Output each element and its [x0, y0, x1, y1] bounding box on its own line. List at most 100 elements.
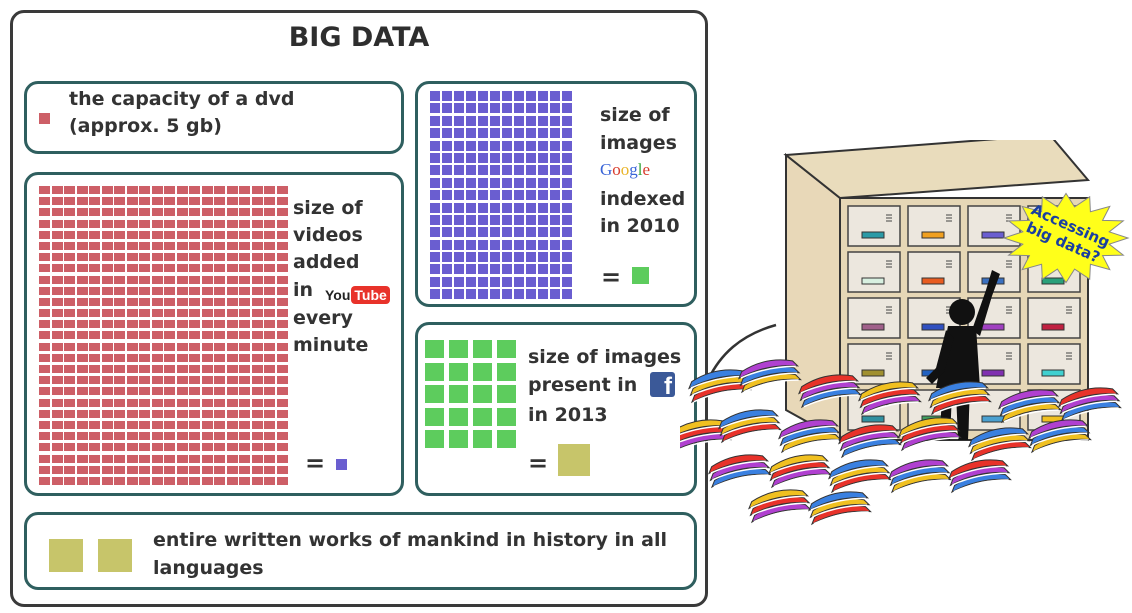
blue-unit-square	[502, 214, 512, 225]
red-unit-square	[264, 365, 275, 373]
blue-unit-square	[430, 190, 440, 201]
youtube-logo: You Tube	[325, 285, 390, 305]
red-unit-square	[51, 443, 63, 452]
blue-unit-square	[466, 227, 476, 238]
red-unit-square	[126, 230, 138, 239]
blue-unit-square	[442, 91, 452, 101]
red-unit-square	[201, 320, 213, 329]
red-unit-square	[164, 409, 175, 418]
book-stack	[888, 459, 952, 494]
red-unit-square	[114, 309, 125, 318]
book-pages	[843, 444, 899, 458]
blue-unit-square	[430, 276, 440, 287]
red-unit-square	[176, 454, 188, 463]
blue-unit-square	[550, 103, 560, 114]
red-unit-square	[164, 219, 175, 228]
red-unit-square	[264, 197, 275, 206]
youtube-text-in: in	[293, 279, 314, 301]
red-unit-square	[76, 342, 88, 351]
red-unit-square	[251, 208, 263, 217]
red-unit-square	[101, 309, 113, 318]
red-unit-square	[239, 387, 250, 396]
book	[838, 424, 900, 445]
blue-unit-square	[466, 91, 476, 101]
blue-unit-square	[466, 177, 476, 188]
red-unit-square	[114, 286, 125, 295]
red-unit-square	[89, 454, 100, 463]
green-unit-square	[473, 340, 492, 358]
red-unit-square	[239, 208, 250, 217]
red-unit-square	[151, 376, 163, 385]
red-unit-square	[139, 476, 150, 485]
red-unit-square	[76, 409, 88, 418]
green-unit-square	[497, 340, 516, 358]
book	[928, 381, 990, 402]
green-unit-square	[473, 407, 492, 426]
red-unit-square	[139, 219, 150, 228]
blue-unit-square	[502, 252, 512, 263]
google-text-line-4: indexed	[600, 188, 686, 210]
red-unit-square	[139, 253, 150, 262]
red-unit-square	[51, 241, 63, 250]
blue-unit-square	[550, 177, 560, 188]
book-stack	[838, 424, 902, 459]
red-unit-square	[214, 320, 225, 329]
page-title: BIG DATA	[288, 22, 430, 53]
red-unit-square	[139, 376, 150, 385]
book-pages	[803, 394, 859, 408]
book-pages	[890, 465, 946, 479]
red-unit-square	[51, 320, 63, 329]
red-unit-square	[251, 454, 263, 463]
blue-unit-square	[466, 202, 476, 213]
book-stack	[948, 459, 1012, 494]
red-unit-square	[226, 275, 238, 284]
google-text-line-1: size of	[600, 104, 670, 126]
red-unit-square	[101, 253, 113, 262]
red-unit-square	[139, 353, 150, 362]
red-unit-square	[139, 286, 150, 295]
red-unit-square	[214, 398, 225, 407]
blue-unit-square	[442, 140, 452, 151]
blue-unit-square	[514, 289, 524, 300]
book-pages	[832, 472, 888, 486]
red-unit-square	[226, 454, 238, 463]
red-unit-square	[39, 365, 50, 373]
red-unit-square	[89, 253, 100, 262]
red-unit-square	[214, 275, 225, 284]
blue-unit-square	[490, 190, 500, 201]
red-unit-square	[139, 387, 150, 396]
book	[948, 459, 1010, 480]
red-unit-square	[126, 264, 138, 273]
book	[718, 409, 780, 430]
red-unit-square	[201, 186, 213, 194]
blue-unit-square	[538, 276, 548, 287]
red-unit-square	[64, 443, 75, 452]
youtube-text-line-1: size of	[293, 197, 363, 219]
blue-unit-square	[490, 177, 500, 188]
red-unit-square	[201, 230, 213, 239]
red-unit-square	[226, 264, 238, 273]
facebook-text-line-1: size of images	[528, 346, 682, 368]
book-stack	[898, 417, 962, 452]
red-unit-square	[126, 420, 138, 429]
blue-unit-square	[490, 165, 500, 176]
blue-unit-square	[514, 128, 524, 139]
red-unit-square	[264, 297, 275, 306]
red-unit-square	[126, 309, 138, 318]
red-unit-square	[214, 443, 225, 452]
green-unit-square	[449, 407, 468, 426]
google-logo-letter: g	[629, 160, 638, 179]
red-unit-square	[39, 353, 50, 362]
youtube-text-line-3: added	[293, 251, 360, 273]
book-pages	[810, 497, 866, 511]
red-unit-square	[189, 443, 200, 452]
red-unit-square	[276, 286, 288, 295]
cabinet-drawer	[907, 205, 961, 247]
red-unit-square	[164, 309, 175, 318]
red-unit-square	[101, 241, 113, 250]
red-unit-square	[276, 230, 288, 239]
red-unit-square	[251, 476, 263, 485]
blue-unit-square	[442, 202, 452, 213]
book-pages	[723, 429, 779, 443]
red-unit-square	[239, 264, 250, 273]
